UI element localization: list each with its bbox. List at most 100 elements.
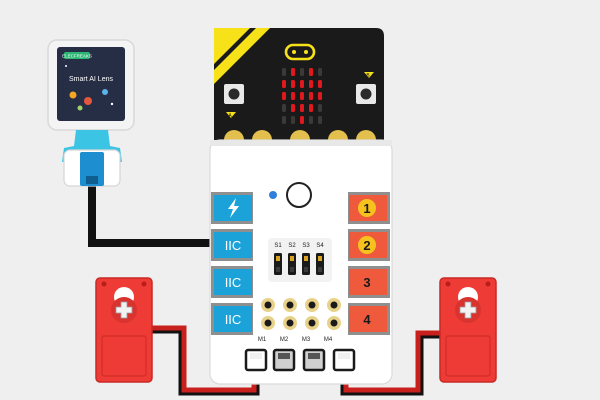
- planet-icon: [84, 97, 92, 105]
- servo-switch-label: S3: [302, 243, 310, 249]
- switch-pin: [318, 256, 322, 261]
- servo-panel: [101, 335, 147, 377]
- led-on: [309, 80, 313, 88]
- switch-pin: [276, 267, 280, 272]
- button-b-label: B: [366, 73, 370, 79]
- led-off: [318, 68, 322, 76]
- led-on: [291, 80, 295, 88]
- connector-slot: [250, 353, 262, 359]
- button-b[interactable]: [360, 88, 372, 100]
- iic-port[interactable]: IIC: [211, 303, 253, 335]
- mount-hole: [485, 281, 491, 287]
- iic-port-label: IIC: [225, 312, 242, 327]
- servo-left: [95, 277, 153, 383]
- microbit-logo-dot: [292, 50, 296, 54]
- led-off: [282, 68, 286, 76]
- iic-port[interactable]: IIC: [211, 266, 253, 298]
- microbit: A B: [214, 28, 384, 140]
- servo-right: [439, 277, 497, 383]
- iic-port-label: IIC: [225, 238, 242, 253]
- star-icon: [65, 65, 67, 67]
- iic-port[interactable]: IIC: [211, 229, 253, 261]
- numbered-port[interactable]: 2: [348, 229, 390, 261]
- button-a[interactable]: [228, 88, 240, 100]
- connector-slot: [338, 353, 350, 359]
- led-on: [309, 92, 313, 100]
- planet-icon: [77, 105, 83, 111]
- edge-pad: [356, 130, 376, 140]
- motor-label: M2: [280, 337, 289, 343]
- servo-panel: [445, 335, 491, 377]
- led-on: [309, 68, 313, 76]
- led-off: [291, 116, 295, 124]
- lens-connector-slot: [86, 176, 98, 184]
- switch-pin: [318, 267, 322, 272]
- button-a-arrow-icon: [226, 112, 236, 118]
- microbit-logo-dot: [304, 50, 308, 54]
- port-number-label: 3: [363, 275, 370, 290]
- lightning-icon: [228, 198, 239, 218]
- servo-body: [439, 277, 497, 383]
- motor-pin-hole: [308, 301, 316, 309]
- port-number-label: 4: [363, 312, 371, 327]
- edge-pad: [224, 130, 244, 140]
- motor-pin-hole: [330, 301, 338, 309]
- servo-switch-label: S4: [316, 243, 324, 249]
- motor-pin-hole: [330, 319, 338, 327]
- left-ports: IIC IIC IIC: [211, 192, 253, 335]
- power-led: [269, 191, 277, 199]
- mount-hole: [445, 281, 451, 287]
- edge-connector: [224, 130, 376, 140]
- led-on: [300, 80, 304, 88]
- numbered-port[interactable]: 3: [348, 266, 390, 298]
- switch-pin: [290, 256, 294, 261]
- motor-pin-hole: [286, 301, 294, 309]
- bottom-connectors: [244, 348, 356, 372]
- port-number-label: 1: [363, 201, 370, 216]
- microbit-corner-stripe: [214, 28, 270, 84]
- led-off: [309, 116, 313, 124]
- lens-brand-badge: [64, 52, 90, 59]
- iic-port-label: IIC: [225, 275, 242, 290]
- smart-ai-lens: ELECFREAKS Smart AI Lens: [47, 39, 135, 187]
- led-matrix: [282, 68, 322, 124]
- edge-pad: [290, 130, 310, 140]
- port-number-label: 2: [363, 238, 370, 253]
- port-face: [349, 306, 387, 332]
- planet-icon: [69, 91, 77, 99]
- servo-switch-label: S1: [274, 243, 282, 249]
- switch-pin: [290, 267, 294, 272]
- port-face: [349, 269, 387, 295]
- motor-label: M3: [302, 337, 311, 343]
- power-port[interactable]: [211, 192, 253, 224]
- switch-pin: [276, 256, 280, 261]
- microbit-corner-stripe: [214, 28, 250, 64]
- right-ports: 1 2 3 4: [348, 192, 390, 335]
- led-off: [282, 116, 286, 124]
- lens-title: Smart AI Lens: [69, 76, 113, 83]
- switch-pin: [304, 267, 308, 272]
- led-on: [282, 92, 286, 100]
- star-icon: [110, 102, 114, 106]
- led-on: [291, 68, 295, 76]
- led-off: [318, 116, 322, 124]
- led-off: [300, 68, 304, 76]
- led-on: [309, 104, 313, 112]
- numbered-port[interactable]: 1: [348, 192, 390, 224]
- led-on: [318, 80, 322, 88]
- led-on: [282, 80, 286, 88]
- reset-button[interactable]: [286, 182, 312, 208]
- motor-label: M1: [258, 337, 267, 343]
- switch-pin: [304, 256, 308, 261]
- led-on: [300, 92, 304, 100]
- port-face: [214, 306, 252, 332]
- led-off: [318, 104, 322, 112]
- lens-iic-wire: [88, 186, 212, 247]
- cross-shaft-icon: [459, 301, 477, 319]
- edge-pad: [252, 130, 272, 140]
- led-on: [291, 104, 295, 112]
- servo-switch-label: S2: [288, 243, 296, 249]
- numbered-port[interactable]: 4: [348, 303, 390, 335]
